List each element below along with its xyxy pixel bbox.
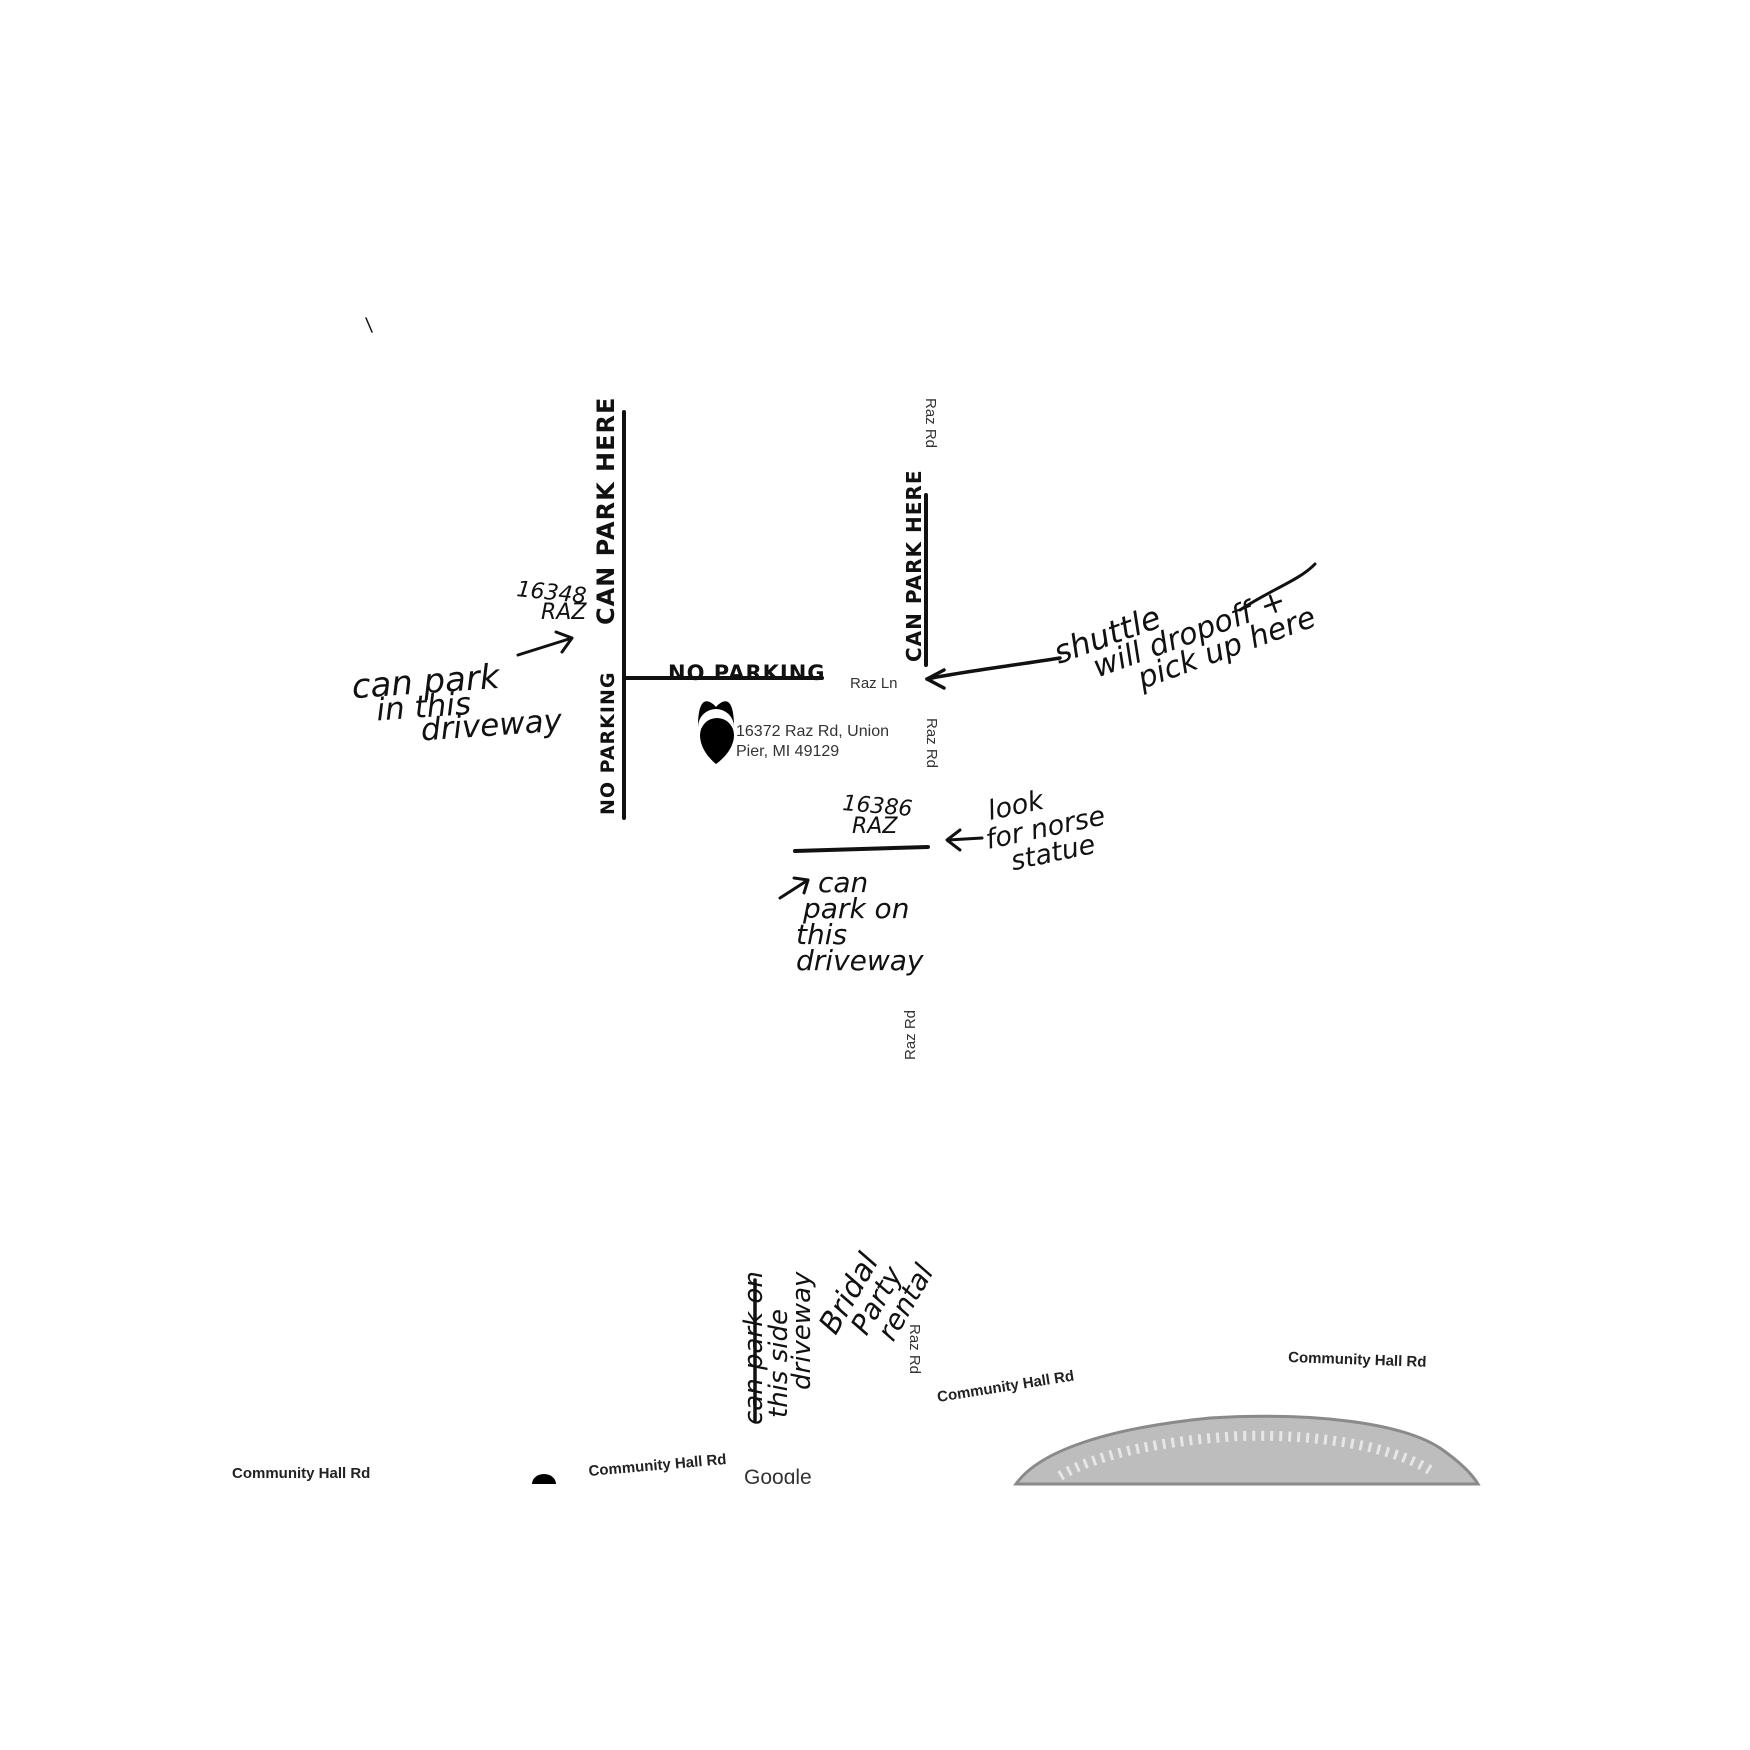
google-attribution: Google: [744, 1466, 812, 1489]
note-can-park-this-driveway-right: can park on this driveway: [796, 866, 924, 977]
driveway2-line-4: driveway: [796, 944, 924, 977]
driveway2-line-2: park on: [802, 892, 909, 925]
road-label-community-hall-rd-right: Community Hall Rd: [1288, 1349, 1427, 1371]
side-note-line-2: this side: [764, 1309, 794, 1418]
side-note-line-3: driveway: [787, 1271, 817, 1390]
label-can-park-here-left: CAN PARK HERE: [592, 397, 620, 625]
arrow-head-statue: [945, 828, 962, 852]
road-label-raz-rd-lower: Raz Rd: [902, 1010, 919, 1060]
road-label-community-hall-rd-left: Community Hall Rd: [232, 1465, 370, 1482]
underline-flourish: [1238, 562, 1317, 612]
side-note-line-1: can park on: [739, 1271, 769, 1425]
label-can-park-here-right: CAN PARK HERE: [902, 470, 926, 662]
arrow-head-driveway2: [792, 876, 810, 895]
arrow-head-shuttle: [925, 668, 946, 690]
road-label-raz-rd-mid: Raz Rd: [923, 718, 940, 768]
label-no-parking-horizontal: NO PARKING: [668, 661, 826, 685]
label-no-parking-vertical: NO PARKING: [597, 672, 619, 815]
road-label-raz-rd-top: Raz Rd: [922, 398, 939, 448]
pin-address-line-1: 16372 Raz Rd, Union: [736, 723, 889, 740]
speck-mark: [365, 317, 373, 333]
page-bottom-margin: [0, 1484, 1750, 1750]
map-pin-shape: [698, 701, 734, 727]
map-pin-icon[interactable]: [698, 701, 734, 764]
arrow-driveway2: [778, 878, 810, 900]
house-street-16386: RAZ: [852, 814, 898, 839]
driveway2-line-1: can: [818, 866, 868, 899]
road-label-raz-rd-bottom: Raz Rd: [906, 1324, 923, 1374]
map-pin-partial-icon: [532, 1474, 556, 1484]
note-shuttle: shuttle will dropoff + pick up here: [1048, 583, 1320, 697]
lake-speckle: [1057, 1430, 1433, 1481]
house-number-16386: 16386: [841, 791, 913, 822]
lake-outline: [1013, 1414, 1481, 1486]
lake-shape: [1013, 1414, 1481, 1486]
arrow-to-16348-driveway: [516, 636, 574, 657]
pin-address-line-2: Pier, MI 49129: [736, 743, 839, 760]
map-pin-body: [700, 718, 734, 764]
note-line-2: in this: [375, 686, 472, 729]
arrow-shuttle: [925, 656, 1062, 681]
road-label-community-hall-rd-center: Community Hall Rd: [936, 1368, 1075, 1406]
drawn-driveway-16386: [793, 845, 930, 853]
road-label-community-hall-rd-mid: Community Hall Rd: [588, 1451, 727, 1480]
note-norse-statue: look for norse statue: [983, 785, 1108, 878]
arrow-statue: [946, 836, 984, 842]
arrow-head-16348: [554, 630, 574, 654]
road-label-raz-ln: Raz Ln: [850, 675, 898, 692]
house-street-16348: RAZ: [541, 600, 587, 625]
driveway2-line-3: this: [796, 918, 847, 951]
note-can-park-this-driveway-left: can park in this driveway: [350, 657, 563, 749]
